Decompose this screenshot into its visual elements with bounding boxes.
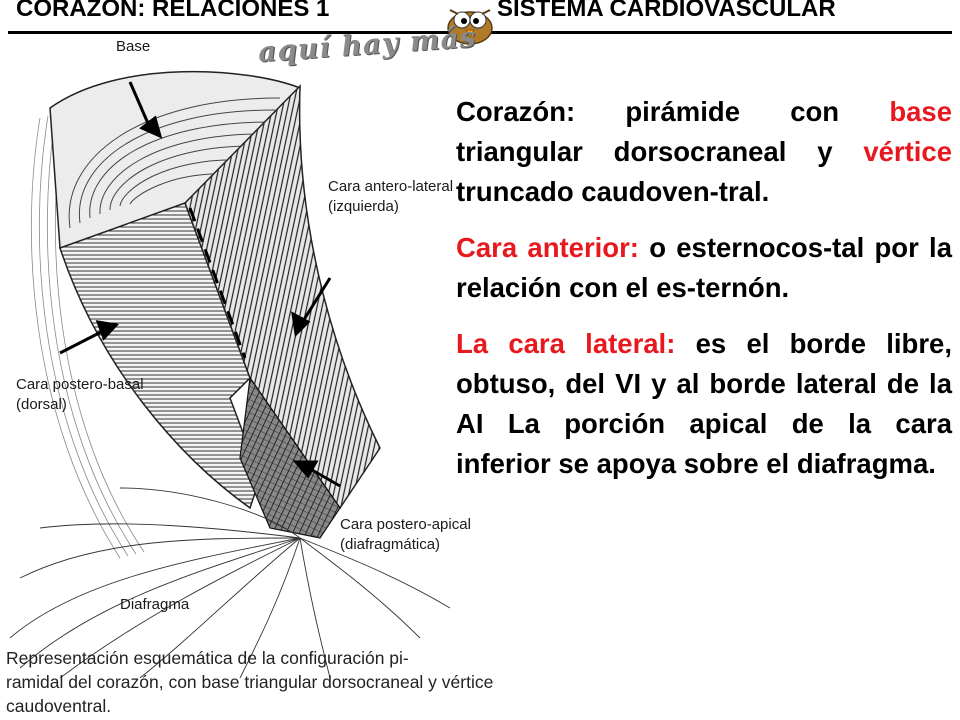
header-title-right: SISTEMA CARDIOVASCULAR bbox=[497, 0, 836, 22]
p1-text-a: Corazón: pirámide con bbox=[456, 96, 890, 127]
label-posteroapical-1: Cara postero-apical bbox=[340, 516, 471, 533]
slide-header: CORAZÓN: RELACIONES 1 SISTEMA CARDIOVASC… bbox=[0, 0, 960, 30]
label-posterobasal-1: Cara postero-basal bbox=[16, 376, 144, 393]
p2-heading: Cara anterior: bbox=[456, 232, 639, 263]
p1-highlight-vertice: vértice bbox=[863, 136, 952, 167]
label-diafragma: Diafragma bbox=[120, 596, 190, 613]
bird-mascot-icon bbox=[440, 0, 500, 46]
header-title-left: CORAZÓN: RELACIONES 1 bbox=[16, 0, 330, 22]
p1-text-c: triangular dorsocraneal y bbox=[456, 136, 864, 167]
p3-heading: La cara lateral: bbox=[456, 328, 676, 359]
paragraph-cara-anterior: Cara anterior: o esternocos-tal por la r… bbox=[456, 228, 952, 308]
caption-line-3: caudoventral. bbox=[6, 696, 112, 716]
caption-line-2: ramidal del corazón, con base triangular… bbox=[6, 672, 494, 692]
label-posterobasal-2: (dorsal) bbox=[16, 396, 67, 413]
figure-caption: Representación esquemática de la configu… bbox=[6, 646, 494, 718]
p2-text: o esternocos-tal por la relación con el … bbox=[456, 232, 952, 303]
pyramid-drawing bbox=[9, 70, 451, 678]
paragraph-cara-lateral: La cara lateral: es el borde libre, obtu… bbox=[456, 324, 952, 484]
p1-text-e: truncado caudoven-tral. bbox=[456, 176, 770, 207]
label-anterolateral-1: Cara antero-lateral bbox=[328, 178, 454, 195]
heart-pyramid-figure: Base Cara antero-lateral (izquierda) Car… bbox=[0, 38, 471, 678]
label-base: Base bbox=[116, 38, 151, 55]
label-posteroapical-2: (diafragmática) bbox=[340, 536, 441, 553]
p3-text: es el borde libre, obtuso, del VI y al b… bbox=[456, 328, 952, 479]
label-anterolateral-2: (izquierda) bbox=[328, 198, 399, 215]
caption-line-1: Representación esquemática de la configu… bbox=[6, 648, 409, 668]
p1-highlight-base: base bbox=[889, 96, 952, 127]
paragraph-definition: Corazón: pirámide con base triangular do… bbox=[456, 92, 952, 212]
description-text: Corazón: pirámide con base triangular do… bbox=[456, 92, 952, 500]
